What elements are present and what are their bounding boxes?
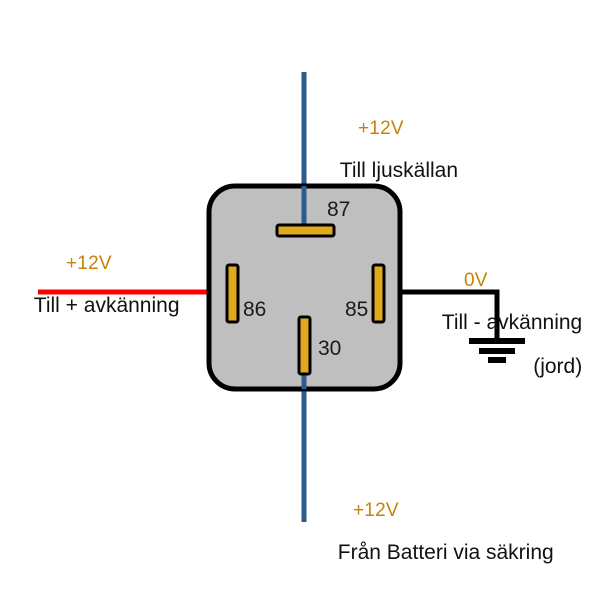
terminal-30-label: 30 xyxy=(318,337,342,360)
label-battery-text: Från Batteri via säkring xyxy=(337,541,554,565)
label-negative-sense-voltage: 0V xyxy=(464,269,488,291)
label-positive-sense-text: Till + avkänning xyxy=(33,294,180,318)
label-negative-sense-text: Till - avkänning xyxy=(441,311,583,335)
label-negative-sense: 0V Till - avkänning (jord) xyxy=(424,232,582,417)
terminal-86-label: 86 xyxy=(243,298,267,321)
terminal-30-pin xyxy=(297,315,312,376)
ground-wire xyxy=(378,289,500,340)
label-positive-sense-voltage: +12V xyxy=(66,252,112,274)
label-light-source: +12V Till ljuskällan xyxy=(322,80,458,203)
label-negative-sense-note: (jord) xyxy=(533,354,583,378)
label-light-source-voltage: +12V xyxy=(358,117,404,139)
label-battery-voltage: +12V xyxy=(353,499,399,521)
earth-ground-icon xyxy=(469,338,525,363)
terminal-85-pin xyxy=(371,263,386,324)
terminal-85-label: 85 xyxy=(345,298,369,321)
label-light-source-text: Till ljuskällan xyxy=(339,159,459,183)
terminal-87-label: 87 xyxy=(327,198,351,221)
label-battery: +12V Från Batteri via säkring xyxy=(320,462,554,585)
terminal-87-pin xyxy=(275,223,336,238)
terminal-86-pin xyxy=(225,263,240,324)
label-positive-sense: +12V Till + avkänning xyxy=(16,215,180,338)
